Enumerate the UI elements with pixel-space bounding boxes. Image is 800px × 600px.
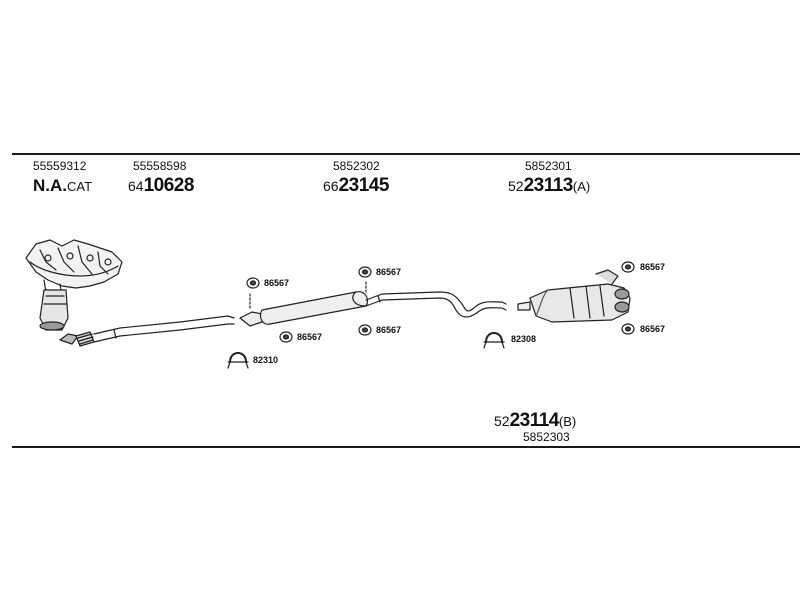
- rear-silencer-icon: [517, 269, 631, 323]
- hanger-label-4: 86567: [376, 325, 402, 335]
- hanger-label-5: 86567: [640, 262, 666, 272]
- catalytic-converter-icon: [39, 289, 69, 331]
- rear-silencer-part-number: 5852301: [525, 159, 572, 173]
- rear-silencer-main-label: 5223113(A): [508, 176, 590, 195]
- hanger-label-3: 86567: [297, 332, 323, 342]
- hanger-ring-icon-1: [246, 277, 260, 289]
- hanger-ring-icon-3: [279, 331, 293, 343]
- cat-text: CAT: [67, 179, 93, 194]
- exhaust-manifold-icon: [25, 239, 123, 297]
- front-pipe-main-label: 6410628: [128, 176, 194, 195]
- middle-silencer-part-number: 5852302: [333, 159, 380, 173]
- middle-silencer-icon: [239, 291, 507, 327]
- rear-silencer-b-variant: (B): [558, 414, 577, 429]
- front-pipe-prefix: 64: [128, 178, 144, 194]
- front-pipe-part-number: 55558598: [133, 159, 187, 173]
- middle-silencer-main-label: 6623145: [323, 176, 389, 195]
- rear-silencer-b-bold-number: 23114: [509, 410, 560, 431]
- middle-silencer-bold-number: 23145: [338, 175, 390, 196]
- clamp-label-1: 82310: [253, 355, 279, 365]
- manifold-main-label: N.A.CAT: [33, 177, 92, 194]
- rear-silencer-b-part-number: 5852303: [523, 430, 570, 444]
- top-divider: [12, 153, 800, 155]
- rear-silencer-prefix: 52: [508, 178, 524, 194]
- front-pipe-icon: [59, 315, 235, 347]
- middle-silencer-prefix: 66: [323, 178, 339, 194]
- hanger-ring-icon-2: [358, 266, 372, 278]
- hanger-ring-icon-5: [621, 261, 635, 273]
- na-text: N.A.: [33, 176, 67, 195]
- hanger-label-2: 86567: [376, 267, 402, 277]
- rear-silencer-bold-number: 23113: [523, 175, 574, 196]
- rear-silencer-b-main-label: 5223114(B): [494, 411, 576, 430]
- clamp-label-2: 82308: [511, 334, 537, 344]
- rear-silencer-b-prefix: 52: [494, 413, 510, 429]
- hanger-label-6: 86567: [640, 324, 666, 334]
- clamp-icon-1: [227, 352, 249, 369]
- manifold-part-number: 55559312: [33, 159, 87, 173]
- bottom-divider: [12, 446, 800, 448]
- rear-silencer-variant: (A): [572, 179, 591, 194]
- clamp-icon-2: [483, 332, 505, 349]
- hanger-ring-icon-4: [358, 324, 372, 336]
- front-pipe-bold-number: 10628: [143, 175, 195, 196]
- hanger-label-1: 86567: [264, 278, 290, 288]
- hanger-ring-icon-6: [621, 323, 635, 335]
